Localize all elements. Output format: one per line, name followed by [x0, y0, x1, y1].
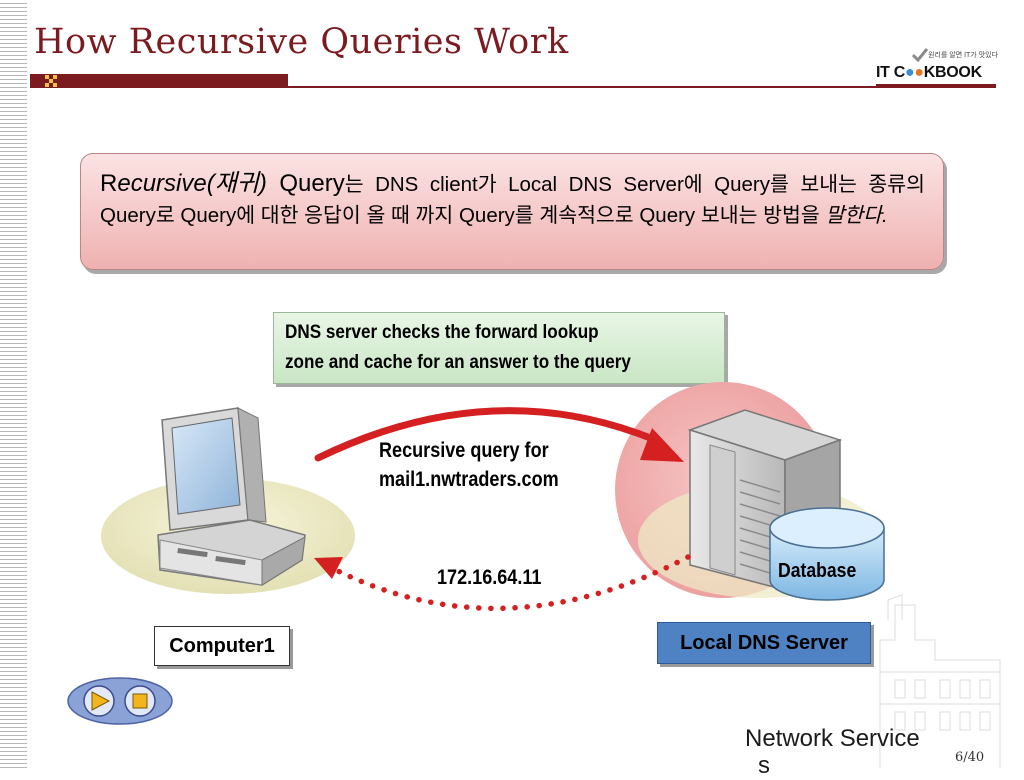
query-arrow-line — [314, 407, 664, 462]
title-underline-rule — [288, 86, 996, 88]
checkmark-icon — [912, 48, 928, 62]
brand-tagline: 원리를 알면 IT가 맛있다 — [928, 52, 999, 59]
query-label-line2: mail1.nwtraders.com — [379, 468, 559, 491]
answer-arrow-line — [325, 554, 691, 611]
answer-arrow-head — [314, 557, 343, 579]
title-underline-bar — [30, 74, 288, 88]
checker-mark-icon — [45, 75, 57, 87]
database-label: Database — [778, 560, 857, 582]
definition-body: 는 DNS client가 Local DNS Server에 Query를 보… — [100, 173, 925, 227]
computer1-label: Computer1 — [154, 626, 290, 666]
definition-box — [80, 153, 944, 270]
query-label-line1: Recursive query for — [379, 439, 549, 462]
term-query: Query — [266, 170, 345, 197]
term-rest: ecursive(재귀) — [117, 170, 267, 197]
footer-course-cont: s — [758, 752, 770, 779]
query-arrow-head — [640, 428, 684, 462]
query-label: Recursive query for mail1.nwtraders.com — [379, 436, 559, 494]
page-number: 6/40 — [955, 750, 985, 765]
play-button[interactable] — [83, 685, 115, 717]
stop-icon — [132, 693, 148, 709]
term-initial: R — [100, 170, 118, 197]
play-icon — [91, 691, 111, 711]
answer-label: 172.16.64.11 — [437, 566, 542, 589]
slide-title: How Recursive Queries Work — [34, 22, 569, 62]
brand-underline — [876, 84, 996, 86]
footer-course: Network Service — [745, 725, 920, 752]
note-box — [273, 312, 725, 384]
definition-text: Recursive(재귀) Query는 DNS client가 Local D… — [100, 168, 925, 231]
computer-icon — [157, 407, 306, 586]
database-icon — [769, 507, 885, 601]
definition-end: 말한다. — [825, 204, 888, 227]
building-watermark — [879, 594, 1001, 768]
left-stripe-decoration — [0, 0, 27, 768]
local-dns-server-label: Local DNS Server — [657, 622, 871, 664]
stop-button[interactable] — [124, 685, 156, 717]
brand-name: IT C●●KBOOK — [876, 64, 982, 81]
